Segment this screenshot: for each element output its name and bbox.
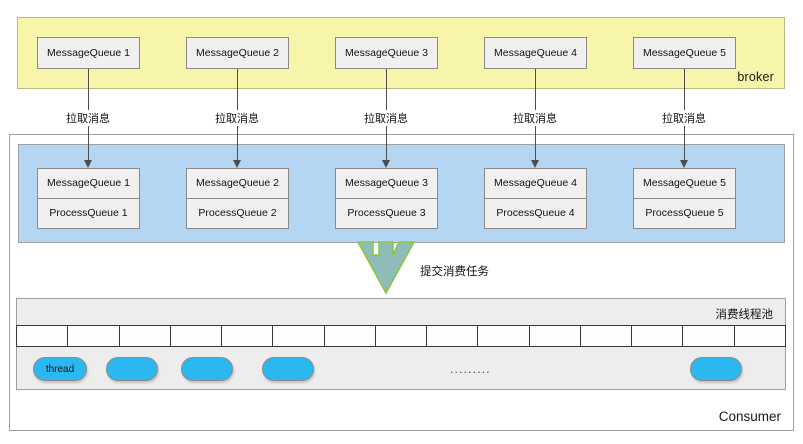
broker-message-queue-5-label: MessageQueue 5 [643,47,726,59]
thread-pill-1-label: thread [45,363,75,375]
pull-arrow-label-2: 拉取消息 [213,110,261,126]
thread-pool-label: 消费线程池 [715,309,774,321]
pull-arrow-label-5: 拉取消息 [660,110,708,126]
consumer-process-queue-3-label: ProcessQueue 3 [347,207,426,220]
broker-message-queue-3[interactable]: MessageQueue 3 [335,37,438,69]
queue-cell [683,326,735,346]
consumer-queue-stack-5[interactable]: MessageQueue 5 ProcessQueue 5 [633,168,736,229]
broker-message-queue-4-label: MessageQueue 4 [494,47,577,59]
consumer-process-queue-4-label: ProcessQueue 4 [496,207,575,220]
queue-cell [325,326,376,346]
consumer-process-queue-1-label: ProcessQueue 1 [49,207,128,220]
thread-pill-4[interactable] [262,357,314,381]
queue-cell [530,326,581,346]
pull-arrow-label-3: 拉取消息 [362,110,410,126]
queue-cell [171,326,223,346]
consumer-process-queue-5-label: ProcessQueue 5 [645,207,724,220]
broker-message-queue-1[interactable]: MessageQueue 1 [37,37,140,69]
pull-arrow-head-4 [531,160,539,168]
pull-arrow-label-4: 拉取消息 [511,110,559,126]
consumer-label: Consumer [718,409,781,424]
queue-cell [427,326,479,346]
consumer-message-queue-2-label: MessageQueue 2 [187,169,288,199]
broker-message-queue-3-label: MessageQueue 3 [345,47,428,59]
consumer-message-queue-5-label: MessageQueue 5 [634,169,735,199]
queue-cell [735,326,785,346]
queue-cell [120,326,171,346]
pull-arrow-head-5 [680,160,688,168]
pull-arrow-label-1: 拉取消息 [64,110,112,126]
consumer-queue-stack-1[interactable]: MessageQueue 1 ProcessQueue 1 [37,168,140,229]
consumer-process-queue-2-label: ProcessQueue 2 [198,207,277,220]
consumer-queue-stack-3[interactable]: MessageQueue 3 ProcessQueue 3 [335,168,438,229]
submit-task-arrow-icon [357,241,415,295]
queue-cell [222,326,274,346]
pull-arrow-head-3 [382,160,390,168]
broker-message-queue-2-label: MessageQueue 2 [196,47,279,59]
queue-cell [68,326,120,346]
thread-pill-3[interactable] [181,357,233,381]
pull-arrow-head-2 [233,160,241,168]
consumer-message-queue-4-label: MessageQueue 4 [485,169,586,199]
broker-label: broker [737,70,774,84]
pull-arrow-head-1 [84,160,92,168]
broker-message-queue-2[interactable]: MessageQueue 2 [186,37,289,69]
thread-pool-queue-cells [16,325,786,347]
thread-pool-ellipsis: ......... [450,362,491,376]
consumer-queue-stack-4[interactable]: MessageQueue 4 ProcessQueue 4 [484,168,587,229]
queue-cell [478,326,530,346]
queue-cell [581,326,633,346]
thread-pill-5[interactable] [690,357,742,381]
thread-pill-1[interactable]: thread [33,357,87,381]
consumer-message-queue-3-label: MessageQueue 3 [336,169,437,199]
queue-cell [376,326,428,346]
queue-cell [17,326,69,346]
queue-cell [632,326,684,346]
consumer-queue-stack-2[interactable]: MessageQueue 2 ProcessQueue 2 [186,168,289,229]
broker-message-queue-1-label: MessageQueue 1 [47,47,130,59]
thread-pill-2[interactable] [106,357,158,381]
broker-message-queue-5[interactable]: MessageQueue 5 [633,37,736,69]
consumer-message-queue-1-label: MessageQueue 1 [38,169,139,199]
broker-message-queue-4[interactable]: MessageQueue 4 [484,37,587,69]
submit-task-label: 提交消费任务 [420,266,489,278]
queue-cell [273,326,325,346]
